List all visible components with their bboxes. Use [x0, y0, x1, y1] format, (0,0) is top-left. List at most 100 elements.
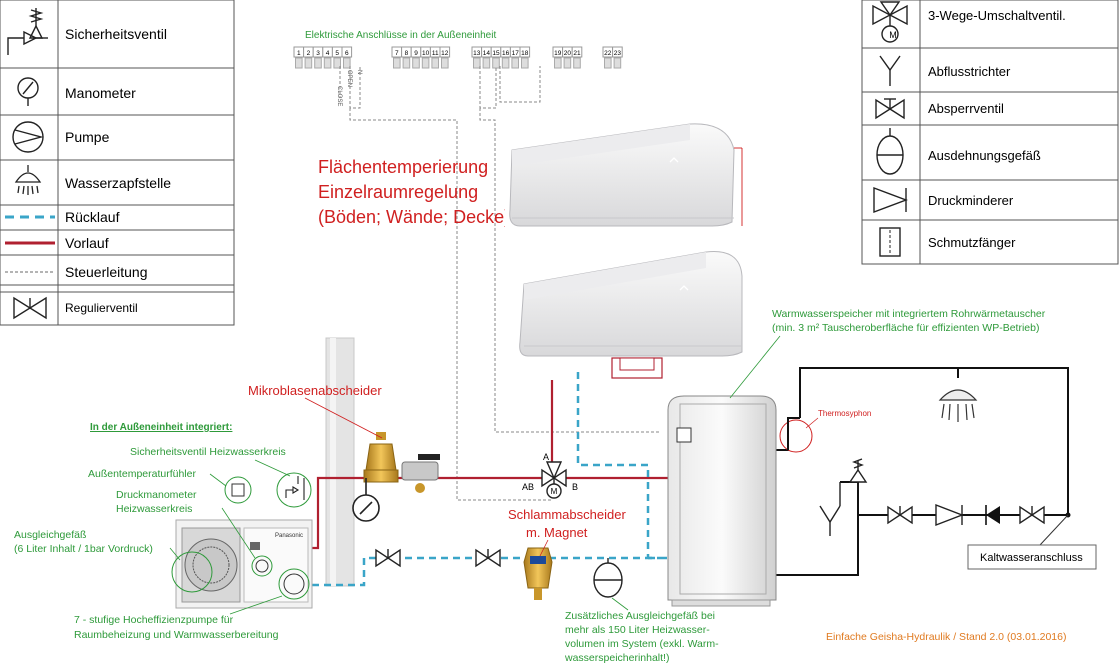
- legend-label-pressure-reducer: Druckminderer: [928, 193, 1014, 208]
- terminal-number: 5: [335, 50, 339, 57]
- water-tap-icon: [14, 165, 42, 195]
- cold-water-safety-valve: [819, 458, 868, 536]
- label-microbubble: Mikroblasenabscheider: [248, 383, 382, 398]
- label-thermosyphon: Thermosyphon: [818, 409, 871, 418]
- terminal-number: 18: [521, 50, 529, 57]
- manometer-component: [352, 478, 380, 522]
- terminal-number: 11: [432, 50, 439, 57]
- terminal-screw: [604, 57, 612, 69]
- terminal-number: 1: [297, 50, 301, 57]
- terminal-screw: [314, 57, 322, 69]
- label-integrated: In der Außeneinheit integriert:: [90, 422, 232, 433]
- terminal-screw: [554, 57, 562, 69]
- microbubble-separator: [363, 432, 440, 493]
- terminal-number: 10: [422, 50, 430, 57]
- shutoff-valve-icon: [875, 98, 905, 120]
- legend-label-pump: Pumpe: [65, 129, 110, 145]
- right-legend: M 3-Wege-Umschaltventil. Abflusstrichter…: [861, 0, 1119, 265]
- legend-label-flow: Vorlauf: [65, 235, 109, 251]
- cold-water-connection-box: Kaltwasseranschluss: [967, 514, 1097, 570]
- indoor-unit-upper: [509, 123, 743, 227]
- terminal-number: 19: [554, 50, 562, 57]
- wall: [325, 337, 355, 587]
- terminal-screw: [323, 57, 332, 69]
- terminal-number: 6: [345, 50, 349, 57]
- terminal-number: 9: [414, 50, 418, 57]
- terminal-number: 22: [604, 50, 612, 57]
- terminals-title: Elektrische Anschlüsse in der Außeneinhe…: [305, 30, 496, 41]
- terminal-screw: [421, 57, 430, 69]
- valve-port-ab: AB: [522, 482, 534, 492]
- cold-water-shutoff-1: [887, 505, 913, 525]
- label-expansion-2: (6 Liter Inhalt / 1bar Vordruck): [14, 543, 153, 555]
- motor-letter: M: [889, 30, 897, 40]
- outdoor-unit: Panasonic: [175, 519, 313, 609]
- terminal-number: 7: [395, 50, 399, 57]
- open-label: OPEN: [346, 70, 352, 87]
- terminal-number: 2: [307, 50, 311, 57]
- expansion-vessel-icon: [876, 128, 904, 175]
- annotations: Mikroblasenabscheider In der Außeneinhei…: [14, 308, 1066, 664]
- legend-label-return: Rücklauf: [65, 209, 120, 225]
- label-extra-vessel-3: volumen im System (exkl. Warm-: [565, 638, 719, 650]
- terminal-screw: [431, 57, 439, 69]
- pump-icon: [12, 121, 44, 153]
- label-expansion-1: Ausgleichgefäß: [14, 529, 86, 541]
- label-pressure-gauge-1: Druckmanometer: [116, 489, 197, 501]
- motor-letter-main: M: [551, 487, 558, 496]
- terminal-number: 3: [316, 50, 320, 57]
- valve-port-a: A: [543, 452, 549, 462]
- terminal-number: 12: [441, 50, 449, 57]
- label-tank-2: (min. 3 m² Tauscheroberfläche für effizi…: [772, 322, 1039, 334]
- legend-label-drain-funnel: Abflusstrichter: [928, 64, 1011, 79]
- terminal-screw: [563, 57, 572, 69]
- terminal-screw: [613, 57, 622, 69]
- footer-label: Einfache Geisha-Hydraulik / Stand 2.0 (0…: [826, 631, 1066, 643]
- extra-expansion-vessel: [593, 558, 623, 598]
- brand-label: Panasonic: [275, 533, 303, 539]
- legend-label-manometer: Manometer: [65, 85, 136, 101]
- cold-water-shutoff-2: [1019, 505, 1045, 525]
- terminal-number: 21: [573, 50, 581, 57]
- terminal-number: 16: [502, 50, 510, 57]
- regulating-valve-left: [375, 548, 401, 568]
- electrical-terminals: Elektrische Anschlüsse in der Außeneinhe…: [293, 30, 623, 106]
- hot-water-tank: [667, 395, 777, 607]
- terminal-screw: [304, 57, 313, 69]
- terminal-number: 15: [492, 50, 500, 57]
- label-pump-1: 7 - stufige Hocheffizienzpumpe für: [74, 614, 234, 626]
- floor-heating-line2: Einzelraumregelung: [318, 182, 478, 202]
- terminal-box: [612, 46, 623, 58]
- regulating-valve-icon: [13, 296, 47, 320]
- terminal-screw: [441, 57, 449, 69]
- three-way-valve-icon: [872, 1, 908, 43]
- terminal-number: 4: [326, 50, 330, 57]
- legend-label-regulating-valve: Regulierventil: [65, 301, 138, 315]
- label-sludge-1: Schlammabscheider: [508, 507, 626, 522]
- terminal-screw: [573, 57, 581, 69]
- terminal-box: [439, 46, 451, 58]
- terminal-screw: [295, 57, 303, 69]
- terminal-number: 17: [512, 50, 520, 57]
- legend-label-dirt-trap: Schmutzfänger: [928, 235, 1016, 250]
- terminal-screw: [412, 57, 420, 69]
- terminal-screw: [521, 57, 529, 69]
- pressure-reducer-icon: [873, 186, 908, 214]
- legend-label-shutoff-valve: Absperrventil: [928, 101, 1004, 116]
- valve-port-b: B: [572, 482, 578, 492]
- legend-label-safety-valve: Sicherheitsventil: [65, 26, 167, 42]
- drain-funnel-icon: [879, 55, 901, 86]
- terminal-screw: [501, 57, 510, 69]
- dirt-trap-icon: [879, 227, 901, 257]
- sludge-separator: [523, 547, 553, 600]
- terminal-screw: [473, 57, 481, 69]
- label-outdoor-temp: Außentemperaturfühler: [88, 468, 196, 480]
- terminal-screw: [492, 57, 500, 69]
- n-label: N: [356, 70, 362, 74]
- cold-water-check-valve: [985, 505, 1000, 525]
- three-way-valve-main: [541, 461, 567, 499]
- close-label: CLOSE: [336, 86, 342, 106]
- floor-heating-line3: (Böden; Wände; Decke): [318, 207, 510, 227]
